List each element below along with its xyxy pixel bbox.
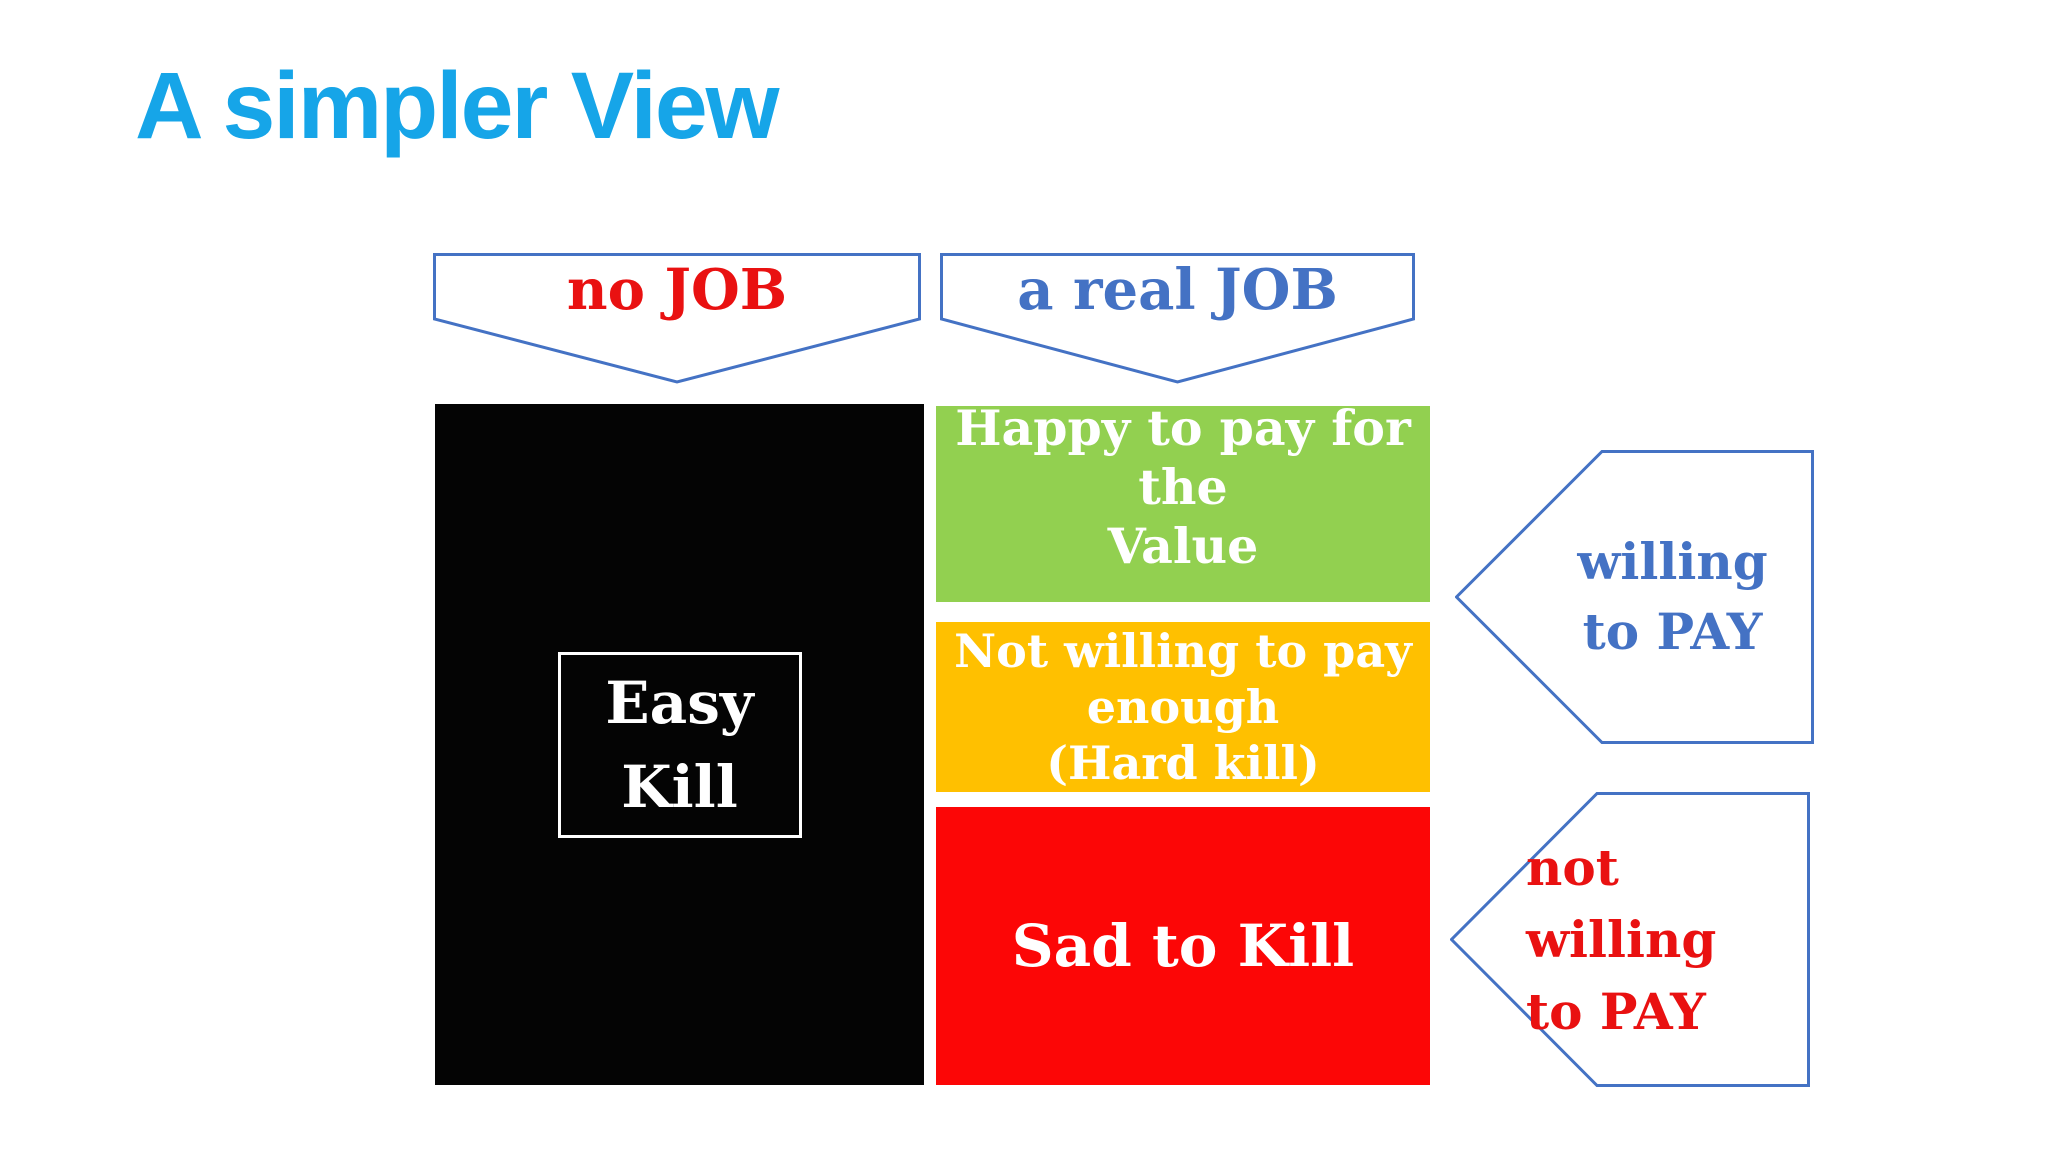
willing-to-pay-label: willing to PAY xyxy=(1577,532,1768,661)
cell-not-willing-enough: Not willing to pay enough (Hard kill) xyxy=(936,622,1430,792)
banner-down-pentagon-shape xyxy=(433,253,921,384)
row-arrow-not-willing-to-pay: not willing to PAY xyxy=(1450,792,1810,1087)
banner-outline xyxy=(940,253,1415,384)
cell-happy-to-pay: Happy to pay for the Value xyxy=(936,399,1430,602)
banner-no-job-label: no JOB xyxy=(566,257,788,323)
banner-real-job-label: a real JOB xyxy=(1017,257,1338,323)
banner-down-pentagon-shape xyxy=(940,253,1415,384)
left-point-pentagon-shape xyxy=(1455,450,1814,744)
left-point-pentagon-shape xyxy=(1450,792,1810,1087)
banner-outline xyxy=(433,253,921,384)
column-banner-real-job: a real JOB xyxy=(940,253,1415,384)
pentagon-outline xyxy=(1455,450,1814,744)
quadrant-easy-kill: Easy Kill xyxy=(435,404,924,1085)
row-arrow-willing-to-pay: willing to PAY xyxy=(1455,450,1814,744)
easy-kill-frame: Easy Kill xyxy=(557,651,802,838)
cell-sad-to-kill: Sad to Kill xyxy=(936,807,1430,1085)
not-willing-to-pay-label: not willing to PAY xyxy=(1526,837,1717,1041)
column-banner-no-job: no JOB xyxy=(433,253,921,384)
pentagon-outline xyxy=(1450,792,1810,1087)
slide-title: A simpler View xyxy=(135,53,780,159)
